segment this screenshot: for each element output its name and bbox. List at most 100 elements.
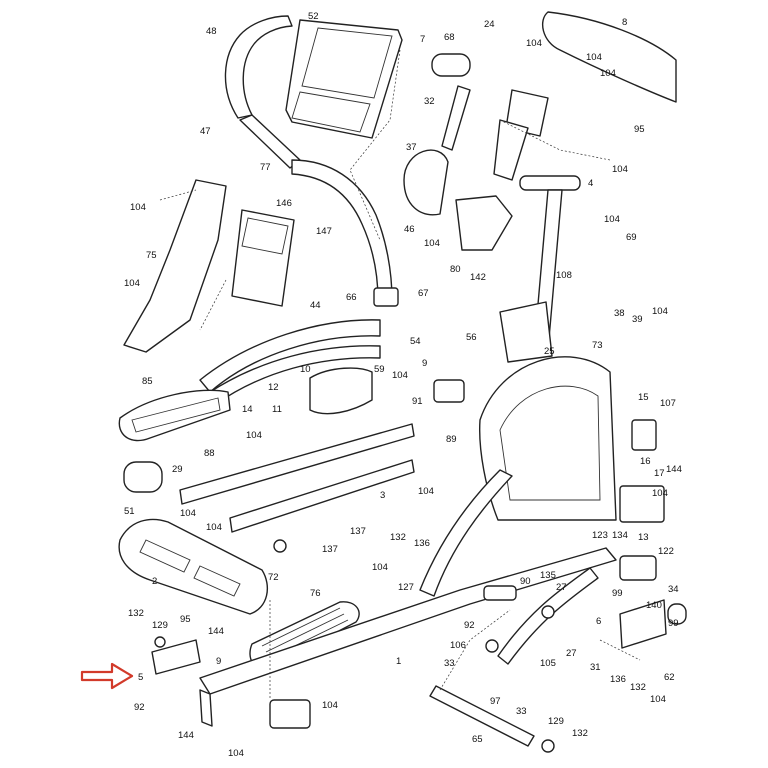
part-label: 106 bbox=[450, 640, 466, 651]
part-label: 80 bbox=[450, 264, 461, 275]
part-label: 132 bbox=[572, 728, 588, 739]
part-label: 104 bbox=[652, 488, 668, 499]
part-label: 77 bbox=[260, 162, 271, 173]
part-label: 46 bbox=[404, 224, 415, 235]
part-label: 104 bbox=[650, 694, 666, 705]
part-label: 3 bbox=[380, 490, 385, 501]
part-label: 88 bbox=[204, 448, 215, 459]
part-label: 38 bbox=[614, 308, 625, 319]
part-label: 16 bbox=[640, 456, 651, 467]
part-label: 33 bbox=[444, 658, 455, 669]
part-label: 105 bbox=[540, 658, 556, 669]
part-label: 9 bbox=[422, 358, 427, 369]
part-label: 104 bbox=[604, 214, 620, 225]
part-label: 33 bbox=[516, 706, 527, 717]
part-label: 104 bbox=[424, 238, 440, 249]
part-label: 99 bbox=[612, 588, 623, 599]
part-label: 104 bbox=[526, 38, 542, 49]
part-label: 37 bbox=[406, 142, 417, 153]
part-label: 68 bbox=[444, 32, 455, 43]
part-label: 92 bbox=[134, 702, 145, 713]
part-label: 13 bbox=[638, 532, 649, 543]
part-label: 4 bbox=[588, 178, 593, 189]
part-label: 104 bbox=[652, 306, 668, 317]
part-label: 144 bbox=[666, 464, 682, 475]
part-label: 24 bbox=[484, 19, 495, 30]
part-label: 85 bbox=[142, 376, 153, 387]
part-label: 2 bbox=[152, 576, 157, 587]
part-label: 104 bbox=[612, 164, 628, 175]
part-label: 73 bbox=[592, 340, 603, 351]
part-label: 104 bbox=[206, 522, 222, 533]
part-label: 76 bbox=[310, 588, 321, 599]
part-label: 54 bbox=[410, 336, 421, 347]
part-label: 9 bbox=[216, 656, 221, 667]
part-label: 146 bbox=[276, 198, 292, 209]
part-label: 104 bbox=[392, 370, 408, 381]
part-label: 69 bbox=[626, 232, 637, 243]
part-callouts: 52 7 8 48 24 104 68 104 104 95 47 32 77 … bbox=[124, 11, 682, 759]
part-label: 137 bbox=[322, 544, 338, 555]
part-label: 14 bbox=[242, 404, 253, 415]
part-label: 59 bbox=[374, 364, 385, 375]
part-label: 72 bbox=[268, 572, 279, 583]
part-label: 51 bbox=[124, 506, 135, 517]
part-label: 44 bbox=[310, 300, 321, 311]
part-label: 95 bbox=[634, 124, 645, 135]
part-label: 132 bbox=[128, 608, 144, 619]
part-label: 104 bbox=[586, 52, 602, 63]
part-label: 32 bbox=[424, 96, 435, 107]
part-label: 97 bbox=[490, 696, 501, 707]
part-label: 129 bbox=[152, 620, 168, 631]
part-label: 27 bbox=[556, 582, 567, 593]
part-label: 10 bbox=[300, 364, 311, 375]
part-label: 104 bbox=[372, 562, 388, 573]
part-label: 132 bbox=[390, 532, 406, 543]
part-label: 104 bbox=[124, 278, 140, 289]
part-label: 136 bbox=[610, 674, 626, 685]
part-label: 122 bbox=[658, 546, 674, 557]
part-label: 140 bbox=[646, 600, 662, 611]
part-label: 144 bbox=[208, 626, 224, 637]
part-label: 104 bbox=[418, 486, 434, 497]
part-label: 62 bbox=[664, 672, 675, 683]
part-label: 11 bbox=[272, 404, 282, 415]
part-label: 147 bbox=[316, 226, 332, 237]
part-label: 123 bbox=[592, 530, 608, 541]
part-label: 144 bbox=[178, 730, 194, 741]
part-label: 99 bbox=[668, 618, 679, 629]
part-label: 66 bbox=[346, 292, 357, 303]
part-label: 8 bbox=[622, 17, 627, 28]
part-label: 104 bbox=[246, 430, 262, 441]
part-label: 47 bbox=[200, 126, 211, 137]
part-label: 6 bbox=[596, 616, 601, 627]
part-label: 136 bbox=[414, 538, 430, 549]
part-label: 142 bbox=[470, 272, 486, 283]
part-label: 65 bbox=[472, 734, 483, 745]
part-label: 104 bbox=[130, 202, 146, 213]
part-label: 135 bbox=[540, 570, 556, 581]
part-label: 127 bbox=[398, 582, 414, 593]
part-label: 15 bbox=[638, 392, 649, 403]
part-label: 1 bbox=[396, 656, 401, 667]
part-label: 95 bbox=[180, 614, 191, 625]
part-label: 29 bbox=[172, 464, 183, 475]
part-label: 75 bbox=[146, 250, 157, 261]
part-label: 137 bbox=[350, 526, 366, 537]
part-label: 31 bbox=[590, 662, 601, 673]
part-label: 39 bbox=[632, 314, 643, 325]
part-label: 5 bbox=[138, 672, 143, 683]
part-label: 104 bbox=[600, 68, 616, 79]
line-art bbox=[118, 11, 687, 753]
callout-arrow-icon bbox=[80, 662, 134, 690]
part-label: 134 bbox=[612, 530, 628, 541]
part-label: 27 bbox=[566, 648, 577, 659]
part-label: 12 bbox=[268, 382, 279, 393]
part-label: 92 bbox=[464, 620, 475, 631]
part-label: 90 bbox=[520, 576, 531, 587]
part-label: 52 bbox=[308, 11, 319, 22]
part-label: 17 bbox=[654, 468, 665, 479]
part-label: 108 bbox=[556, 270, 572, 281]
